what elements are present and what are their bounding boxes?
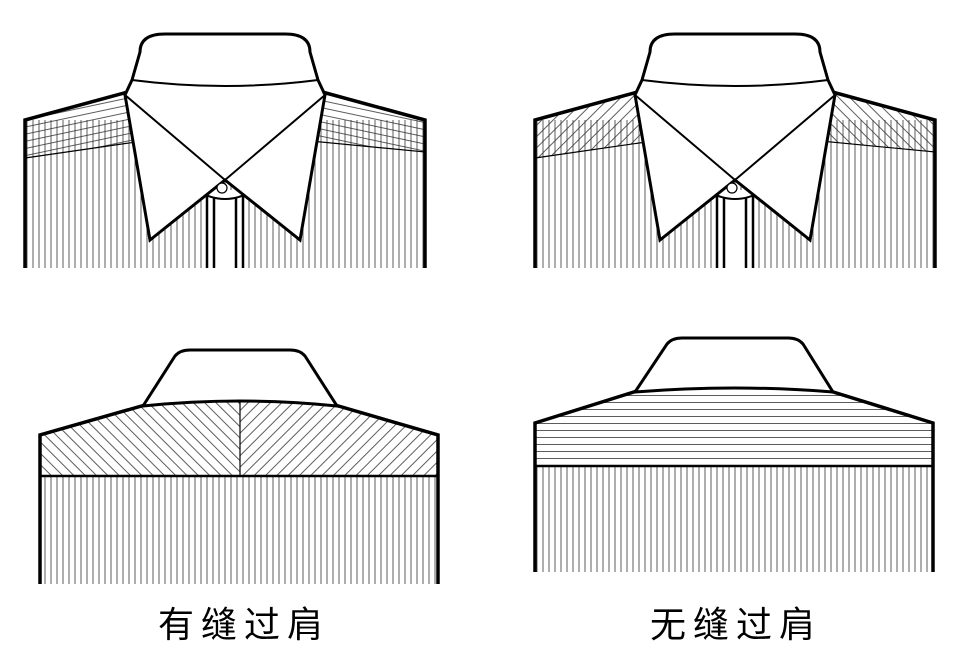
front-outline — [23, 88, 427, 268]
placket-lines — [205, 192, 245, 268]
collar-points-right — [634, 94, 836, 182]
collar-button-icon-right — [726, 182, 738, 194]
shirt-front-seamless-yoke — [533, 32, 937, 268]
back-collar-right — [632, 336, 836, 394]
yoke-right-half — [240, 400, 438, 476]
placket-lines-right — [715, 192, 755, 268]
back-body — [40, 476, 438, 584]
caption-seamless-yoke: 无缝过肩 — [649, 605, 822, 646]
yoke-right-panel — [535, 388, 933, 466]
collar-button-icon — [216, 182, 228, 194]
back-body-right — [535, 466, 933, 572]
front-outline-right — [533, 88, 937, 268]
button-placket-right — [717, 192, 753, 268]
caption-seamed-yoke: 有缝过肩 — [157, 605, 330, 646]
shirt-back-seamless-yoke — [533, 336, 935, 572]
back-collar — [140, 348, 340, 408]
collar-fold-line — [131, 79, 319, 87]
collar-right — [633, 32, 837, 243]
back-outline-right — [533, 389, 935, 572]
yoke-left-half — [40, 400, 240, 476]
shirt-front-seamed-yoke — [23, 32, 427, 268]
collar — [123, 32, 327, 243]
collar-fold-line-right — [641, 79, 829, 87]
shirt-back-seamed-yoke — [38, 348, 440, 584]
collar-points — [124, 94, 326, 182]
button-placket — [207, 192, 243, 268]
back-outline — [38, 403, 440, 584]
